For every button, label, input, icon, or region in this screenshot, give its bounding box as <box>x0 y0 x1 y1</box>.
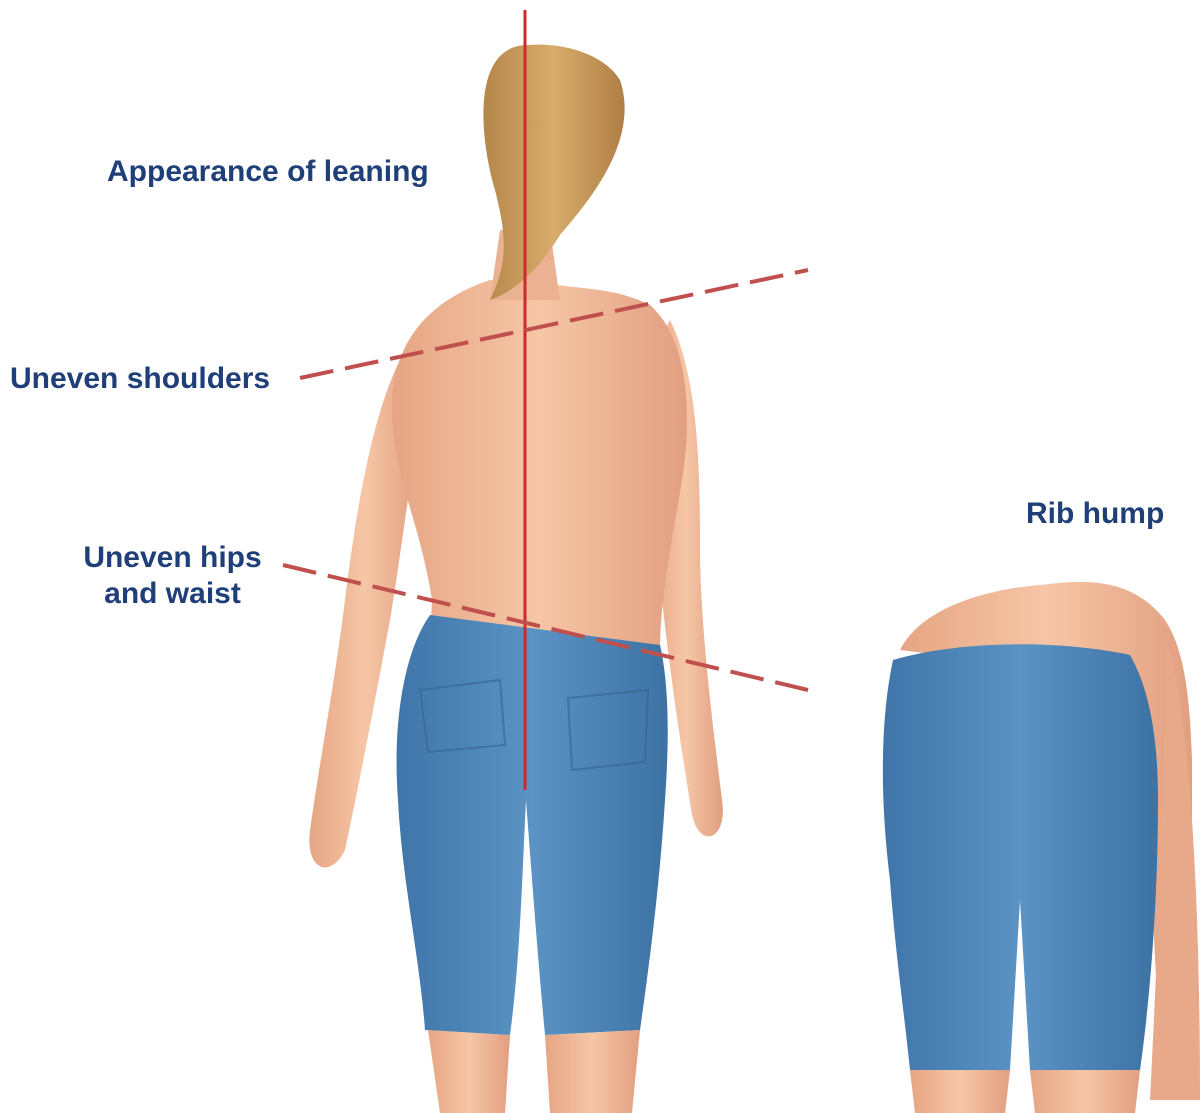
bent-leg-right <box>1030 1070 1140 1113</box>
bending-figure <box>883 582 1200 1113</box>
bent-jeans <box>883 644 1158 1070</box>
label-appearance-of-leaning: Appearance of leaning <box>107 154 429 190</box>
bent-leg-left <box>910 1070 1010 1113</box>
label-uneven-shoulders: Uneven shoulders <box>10 361 270 397</box>
label-rib-hump: Rib hump <box>1026 496 1164 532</box>
standing-figure <box>309 45 722 1113</box>
label-uneven-hips-line1: Uneven hips <box>70 540 275 576</box>
torso <box>392 280 687 650</box>
label-uneven-hips-line2: and waist <box>70 576 275 612</box>
right-leg <box>545 1030 640 1113</box>
label-uneven-hips-and-waist: Uneven hips and waist <box>70 540 275 612</box>
jeans-shorts <box>397 615 668 1035</box>
left-leg <box>428 1030 510 1113</box>
